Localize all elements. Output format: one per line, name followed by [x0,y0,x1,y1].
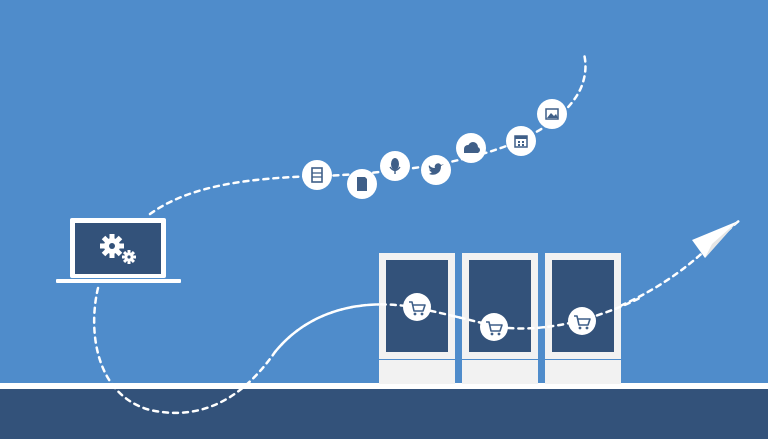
twitter-icon [421,155,451,185]
document-icon [347,169,377,199]
kiosk-base [379,360,455,384]
kiosk-base [462,360,538,384]
gears-icon [100,234,136,264]
ground-line [0,383,768,389]
shopping-cart-icon [403,293,431,321]
film-icon [302,160,332,190]
paper-plane-icon [692,221,738,258]
calendar-icon [506,126,536,156]
upper-dashed-path [148,52,587,216]
kiosk-screen [552,260,614,352]
kiosk-base [545,360,621,384]
shopping-cart-icon [568,307,596,335]
microphone-icon [380,151,410,181]
kiosk [462,253,538,384]
cloud-icon [456,133,486,163]
image-icon [537,99,567,129]
kiosk [545,253,621,384]
laptop [56,218,181,283]
laptop-base [56,279,181,283]
ground [0,388,768,439]
shopping-cart-icon [480,313,508,341]
